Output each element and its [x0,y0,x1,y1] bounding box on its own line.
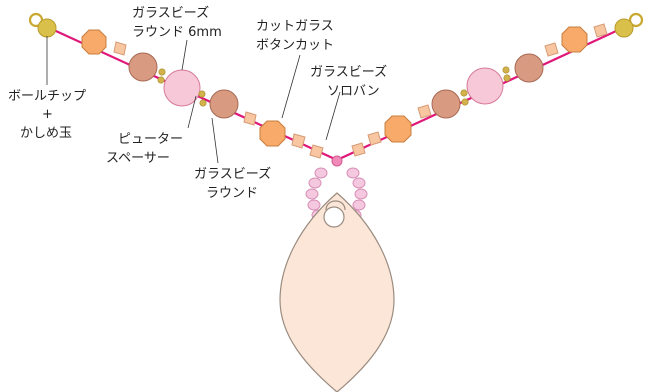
label-ball-tip-line2: + [42,107,53,122]
label-glass-round-6mm-line1: ガラスビーズ [132,5,209,21]
label-cut-glass-line2: ボタンカット [256,38,334,53]
spacer-bead [159,69,165,75]
spacer-bead [200,100,206,106]
small-bicone-bead [352,143,365,156]
spacer-bead [504,75,510,81]
octagon-bead [260,121,285,146]
label-glass-round-line2: ラウンド [206,186,258,201]
small-bicone-bead [244,112,256,125]
small-bicone-bead [114,42,126,55]
round-bead-brown [129,53,157,81]
spacer-bead [461,90,467,96]
round-bead-brown [515,54,543,82]
label-glass-round-line1: ガラスビーズ [194,166,271,182]
small-bicone-bead [594,24,607,37]
ball-tip-right [615,14,642,37]
connector-bead [332,156,342,166]
ball-tip-left [30,14,56,37]
small-bicone-bead [310,145,323,158]
small-bicone-bead [292,134,305,148]
label-glass-soroban-line1: ガラスビーズ [310,64,387,80]
label-glass-soroban-line2: ソロバン [327,84,380,99]
spacer-bead [199,91,205,97]
octagon-bead [385,116,411,142]
spacer-bead [503,67,509,73]
label-cut-glass-line1: カットガラス [256,19,334,34]
label-pewter-spacer-line2: スペーサー [106,151,170,166]
right-strand [352,24,607,156]
small-bicone-bead [368,132,381,145]
round-bead-brown [432,90,460,118]
small-bicone-bead [545,43,558,56]
spacer-bead [158,77,164,83]
label-ball-tip-line3: かしめ玉 [20,126,72,141]
small-bicone-bead [418,105,431,118]
round-bead-pink [467,68,503,104]
label-ball-tip-line1: ボールチップ [8,89,86,104]
octagon-bead [82,30,106,54]
label-glass-round-6mm-line2: ラウンド 6mm [132,25,222,40]
octagon-bead [562,27,587,52]
pendant-hole [324,207,344,227]
round-bead-brown [210,90,238,118]
label-pewter-spacer-line1: ピューター [118,132,183,147]
spacer-bead [462,99,468,105]
